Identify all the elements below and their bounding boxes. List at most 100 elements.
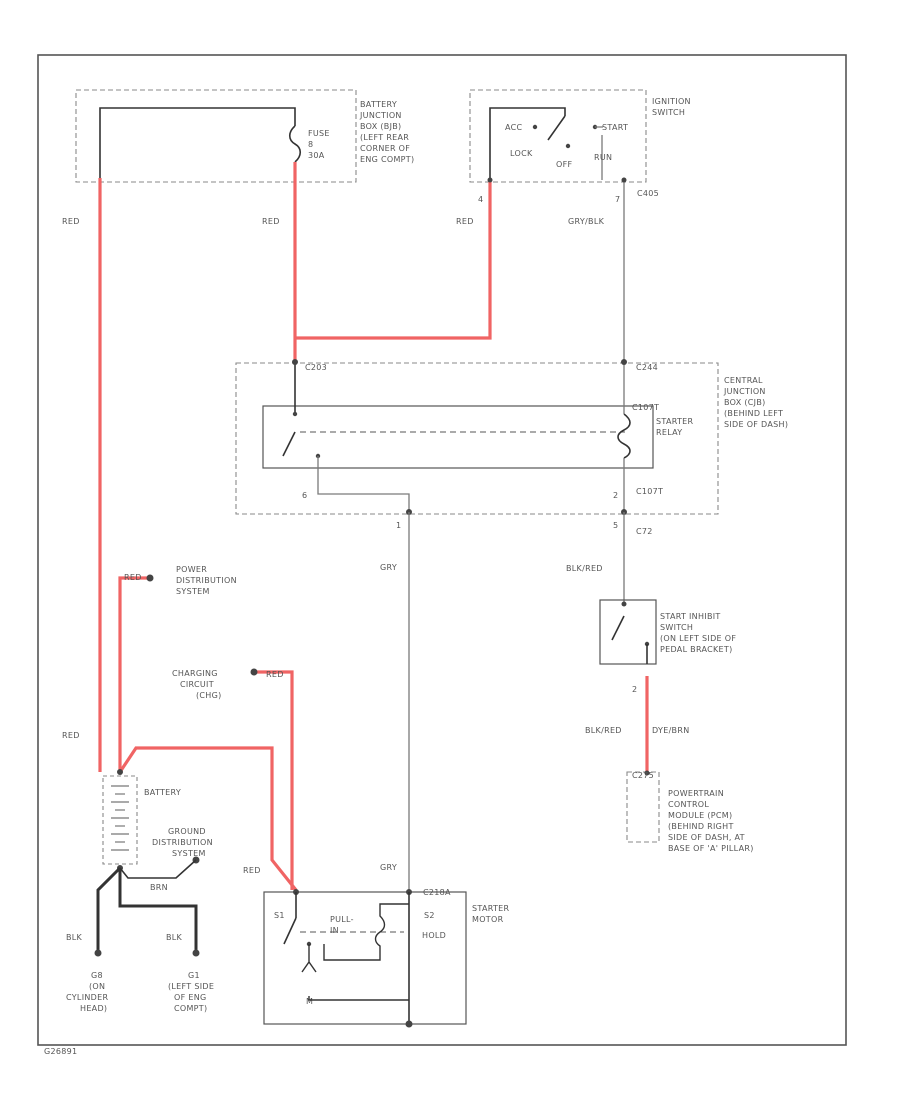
g1-line-4: COMPT): [174, 1004, 207, 1013]
ignition-pos-start: START: [602, 123, 628, 132]
wire-label-blk-red-2: BLK/RED: [585, 726, 622, 735]
ignition-pin-7: 7: [615, 195, 620, 204]
wire-label-gry-2: GRY: [380, 863, 397, 872]
starter-motor: STARTER MOTOR C218A S1 S2 M PULL- IN HOL…: [263, 888, 510, 1028]
ignition-contact-off: [565, 143, 571, 149]
pcm-label-3: MODULE (PCM): [668, 811, 732, 820]
wire-label-blk-1: BLK: [66, 933, 83, 942]
starter-in-label: IN: [330, 926, 339, 935]
cjb-label-5: SIDE OF DASH): [724, 420, 788, 429]
starter-ground: [405, 1020, 413, 1028]
g8-line-2: (ON: [89, 982, 105, 991]
starter-terminal-s1: S1: [274, 911, 285, 920]
ignition-contact-acc: [532, 124, 538, 130]
starter-motor-label-2: MOTOR: [472, 915, 504, 924]
charging-label-3: (CHG): [196, 691, 222, 700]
start-inhibit-switch: START INHIBIT SWITCH (ON LEFT SIDE OF PE…: [599, 599, 736, 694]
fuse-symbol: [288, 125, 302, 163]
starter-connector: C218A: [423, 888, 451, 897]
connector-nodes: [292, 177, 627, 515]
pcm-label-4: (BEHIND RIGHT: [668, 822, 734, 831]
cjb-pin-1: 1: [396, 521, 401, 530]
pcm-connector: C275: [632, 771, 654, 780]
inhibit-label-4: PEDAL BRACKET): [660, 645, 733, 654]
fuse-rating: 30A: [308, 151, 325, 160]
figure-code: G26891: [44, 1047, 77, 1056]
fuse-label: FUSE: [308, 129, 330, 138]
ignition-switch-blade: [547, 115, 566, 141]
cjb-label-3: BOX (CJB): [724, 398, 766, 407]
ground-dist-label-3: SYSTEM: [172, 849, 206, 858]
cjb-label-4: (BEHIND LEFT: [724, 409, 783, 418]
g8-id: G8: [91, 971, 103, 980]
starter-terminal-m: M: [306, 997, 313, 1006]
starter-solenoid-blade: [283, 917, 297, 945]
lower-connector-label: C72: [636, 527, 653, 536]
bjb-label-3: BOX (BJB): [360, 122, 401, 131]
wire-label-red-2: RED: [262, 217, 280, 226]
wire-label-red-5: RED: [243, 866, 261, 875]
diagram-frame: [37, 54, 847, 1046]
power-dist-label-1: POWER: [176, 565, 207, 574]
red-wire-power-distribution: [118, 576, 150, 772]
power-distribution-arrow: [146, 574, 154, 582]
red-wire-battery-to-starter: [118, 746, 298, 891]
fuse-number: 8: [308, 140, 313, 149]
cjb-pin-2: 2: [613, 491, 618, 500]
g1-line-2: (LEFT SIDE: [168, 982, 214, 991]
pcm-label-2: CONTROL: [668, 800, 709, 809]
relay-coil: [617, 413, 631, 459]
cjb-connector-c107t-bottom: C107T: [636, 487, 663, 496]
starter-relay-label-2: RELAY: [656, 428, 683, 437]
ground-g1-label: G1 (LEFT SIDE OF ENG COMPT): [168, 971, 214, 1013]
ground-g8-symbol: [94, 949, 102, 957]
cjb-label-2: JUNCTION: [723, 387, 766, 396]
charging-label-2: CIRCUIT: [180, 680, 214, 689]
central-junction-box: CENTRAL JUNCTION BOX (CJB) (BEHIND LEFT …: [235, 362, 788, 530]
ignition-pos-acc: ACC: [505, 123, 523, 132]
starter-pull-label: PULL-: [330, 915, 354, 924]
wire-label-blk-2: BLK: [166, 933, 183, 942]
battery-label: BATTERY: [144, 788, 181, 797]
ignition-connector: C405: [637, 189, 659, 198]
ignition-switch: IGNITION SWITCH ACC START LOCK OFF RUN 4…: [469, 89, 691, 362]
cjb-connector-c244: C244: [636, 363, 658, 372]
g1-line-3: OF ENG: [174, 993, 206, 1002]
inhibit-pin-2: 2: [632, 685, 637, 694]
powertrain-control-module: C275 POWERTRAIN CONTROL MODULE (PCM) (BE…: [626, 770, 754, 853]
bjb-label-2: JUNCTION: [359, 111, 402, 120]
bjb-label-1: BATTERY: [360, 100, 397, 109]
wire-label-blk-red-1: BLK/RED: [566, 564, 603, 573]
power-dist-label-3: SYSTEM: [176, 587, 210, 596]
inhibit-label-1: START INHIBIT: [660, 612, 721, 621]
cjb-connector-c107t-top: C107T: [632, 403, 659, 412]
ground-g8-label: G8 (ON CYLINDER HEAD): [66, 971, 108, 1013]
cjb-pin-6: 6: [302, 491, 307, 500]
ignition-pos-off: OFF: [556, 160, 572, 169]
starter-relay-label-1: STARTER: [656, 417, 694, 426]
wire-label-red-6: RED: [124, 573, 142, 582]
bjb-label-6: ENG COMPT): [360, 155, 414, 164]
pcm-label-6: BASE OF 'A' PILLAR): [668, 844, 754, 853]
g8-line-4: HEAD): [80, 1004, 107, 1013]
ground-dist-label-1: GROUND: [168, 827, 206, 836]
ground-g1-symbol: [192, 949, 200, 957]
wire-label-gry-blk: GRY/BLK: [568, 217, 605, 226]
red-wire-ignition-to-cjb: [295, 182, 492, 340]
g8-line-3: CYLINDER: [66, 993, 108, 1002]
relay-contact-blade: [282, 431, 296, 457]
charging-circuit-arrow: [250, 668, 258, 676]
pcm-label-5: SIDE OF DASH, AT: [668, 833, 745, 842]
inhibit-switch-blade: [611, 615, 625, 641]
bjb-label-4: (LEFT REAR: [360, 133, 409, 142]
battery: BATTERY: [102, 769, 181, 871]
ignition-pin-4: 4: [478, 195, 483, 204]
wire-label-brn: BRN: [150, 883, 168, 892]
inhibit-label-3: (ON LEFT SIDE OF: [660, 634, 736, 643]
g1-id: G1: [188, 971, 200, 980]
wire-label-red-1: RED: [62, 217, 80, 226]
ignition-pos-lock: LOCK: [510, 149, 533, 158]
cjb-connector-c203: C203: [305, 363, 327, 372]
wire-label-red-7: RED: [266, 670, 284, 679]
starter-motor-label-1: STARTER: [472, 904, 510, 913]
